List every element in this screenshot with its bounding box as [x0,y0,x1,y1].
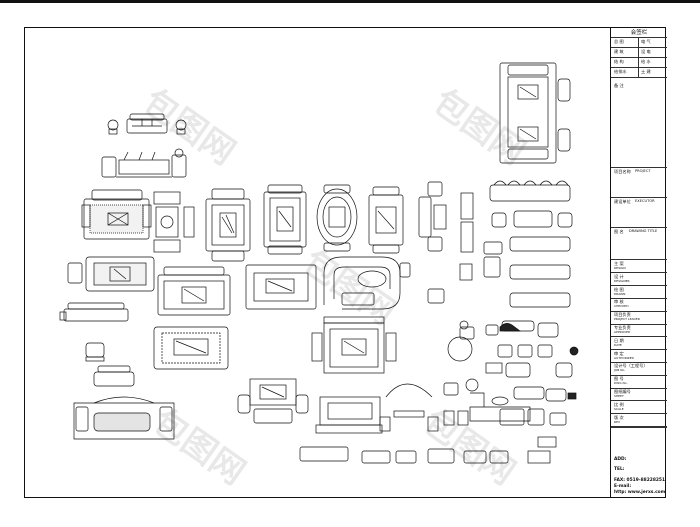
tb-row-label: 绘 图 [614,286,624,292]
sign-header: 会签栏 [630,30,648,36]
top-border-bar [0,0,700,3]
living-set-7 [315,396,383,434]
tb-row-label: 图 号 [614,376,624,382]
tb-row-divider [611,413,667,415]
sofa-group-right [459,180,573,308]
tb-row-sub: DRAWN [614,291,626,296]
tb-row-label: 设计号（工程号） [614,363,648,369]
tb-row-sub: SHEET [614,394,624,398]
sofa-row-bottom [299,446,509,464]
tb-row-divider [611,361,667,363]
remark-label: 备 注 [614,83,624,88]
tb-row-divider [611,425,667,427]
tb-row-divider [611,297,667,299]
curved-sectional [323,256,401,310]
sofa-set-top-left [107,113,187,135]
tb-row-sub: DESIGNER [614,278,630,283]
sign-row-left-3: 结 构 [614,59,624,64]
tb-row-divider [611,285,667,287]
oval-sofa-set-left [73,396,175,440]
living-set-rug-centre [311,316,397,374]
sofa-small-left [59,302,129,322]
tb-row-label: 项目负责 [614,312,631,318]
tb-row-divider [611,374,667,376]
tb-row-divider [611,349,667,351]
tb-row-sub: DWG No. [614,381,628,386]
furniture-cad-plan [59,62,579,464]
oval-table-set [316,184,358,252]
contact-web: http: www.jerxs.com [614,490,666,495]
armchair-left [85,342,105,362]
project-label: 项目名称 [614,169,631,174]
tb-row-label: 日 期 [614,337,624,343]
tb-row-divider [611,323,667,325]
tb-row-divider [611,387,667,389]
dark-accent-pieces [499,323,579,400]
contact-fax: FAX: 0519-88228251 [614,478,666,483]
living-set-tv [237,378,309,424]
tb-row-sub: JOB No. [614,368,626,373]
round-table-set [379,383,439,432]
sign-row-right-3: 给 水 [641,59,651,64]
chair-row [443,320,479,426]
client-label: 建设单位 [614,199,631,204]
tb-row-sub: SCALE [614,406,624,411]
tb-row-label: 设 计 [614,273,624,279]
tb-row-sub: APPROVED [614,330,631,334]
l-sofa-right [469,392,531,422]
drawing-sub: DRAWING TITLE [629,229,658,233]
sign-row-left-1: 总 图 [614,39,624,44]
living-set-mid-left [67,256,155,292]
living-set-6 [153,326,229,370]
sign-row-right-1: 电 气 [641,39,651,44]
living-set-5 [245,264,317,310]
tb-row-sub: DATE [614,342,622,347]
living-set-4 [368,186,404,254]
living-set-top-right [499,62,571,164]
sign-row-left-4: 给排水 [614,69,627,74]
client-sub: EXECUTOR [635,199,655,203]
small-chair-1 [399,262,445,304]
tb-row-divider [611,400,667,402]
living-set-rug-1 [81,189,152,240]
contact-email: E-mail: [614,484,632,489]
living-set-3 [263,184,307,255]
sofa-pair-chairs [418,181,474,253]
sign-row-left-2: 建 筑 [614,49,624,54]
sign-row-right-4: 土 建 [641,69,651,74]
living-set-2 [205,188,251,262]
tb-row-sub: PROJECT LEADER [614,317,640,322]
coffee-table-set-1 [153,191,195,253]
sign-row-right-2: 设 电 [641,49,651,54]
sofa-small-left-2 [93,365,135,387]
tb-row-label: 审 核 [614,299,624,305]
living-set-rug-2 [157,266,231,316]
tb-row-sub: CHECKED [614,304,629,309]
tb-row-sub: REV [614,419,621,424]
tb-row-label: 主 案 [614,261,624,266]
tb-row-divider [611,272,667,274]
title-block: 会签栏 总 图 电 气 建 筑 设 电 结 构 给 水 给排水 土 建 备 注 … [610,27,667,498]
tb-row-sub: DESIGN [614,266,626,270]
tb-row-label: 比 例 [614,401,624,407]
dining-set [101,148,187,178]
tb-row-label: 版 次 [614,414,624,420]
tb-row-label: 图纸编号 [614,389,631,394]
tb-row-divider [611,336,667,338]
drawing-label: 图 名 [614,229,624,234]
project-sub: PROJECT [635,169,651,173]
tb-row-sub: AUTHORIZED [614,355,634,360]
tb-row-divider [611,310,667,312]
tb-row-label: 专业负责 [614,325,631,330]
tb-row-label: 审 定 [614,350,624,356]
contact-add: ADD: [614,457,627,462]
contact-tel: TEL: [614,467,625,472]
